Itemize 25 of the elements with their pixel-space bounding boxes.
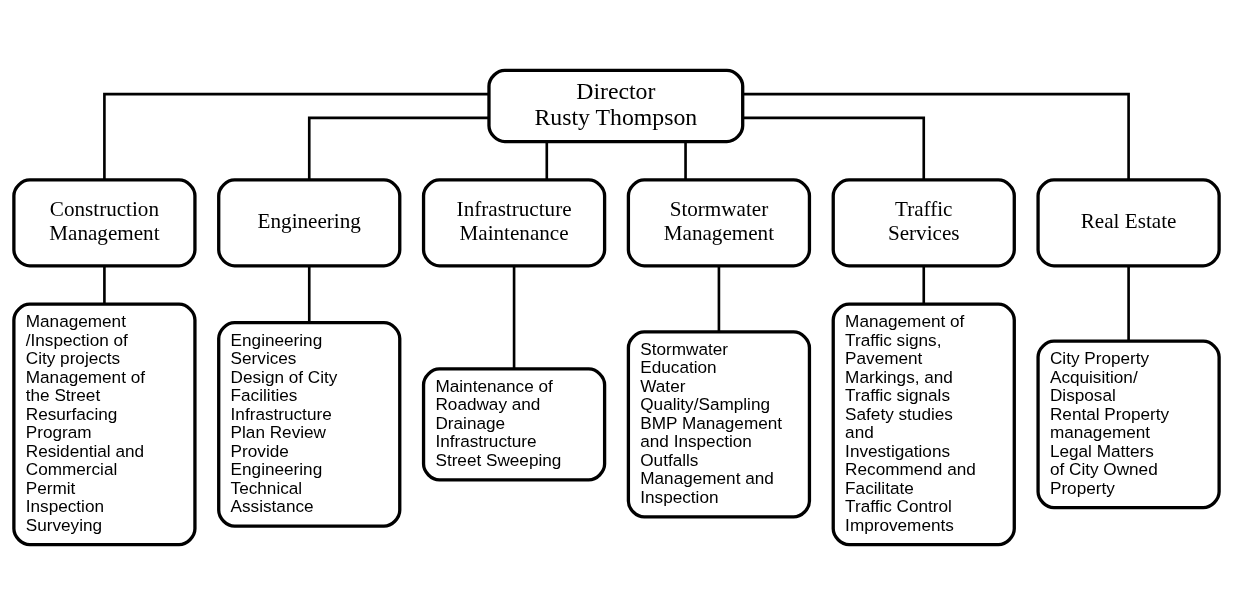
node-box: Management /Inspection of City projects Management of the Street Resurfacing Program Residential and Commercial Permit Inspection Surveying (12, 302, 197, 546)
connector (684, 141, 687, 180)
connector (103, 92, 489, 180)
node-box: Stormwater Education Water Quality/Sampling BMP Management and Inspection Outfalls Management and Inspection (626, 329, 812, 519)
connector (307, 116, 489, 180)
connector (717, 265, 721, 332)
node-box: Infrastructure Maintenance (421, 177, 607, 267)
connector (1127, 265, 1130, 341)
connector (743, 92, 1130, 180)
node-box: Stormwater Management (626, 177, 812, 267)
node-box: Traffic Services (831, 177, 1016, 267)
connector (103, 265, 106, 304)
node-box: Management of Traffic signs, Pavement Markings, and Traffic signals Safety studies and Investigations Recommend and Facilitate Traffic Control Improvements (831, 302, 1016, 546)
connector (307, 265, 311, 322)
connector (512, 265, 516, 369)
connector (922, 265, 926, 304)
connector (545, 141, 549, 180)
node-box: Engineering Services Design of City Facilities Infrastructure Plan Review Provide Engineering Technical Assistance (217, 320, 402, 528)
connector (742, 116, 926, 180)
node-box: Construction Management (12, 177, 197, 267)
node-box: Director Rusty Thompson (487, 68, 745, 143)
node-box: Maintenance of Roadway and Drainage Infrastructure Street Sweeping (421, 366, 607, 482)
node-box: City Property Acquisition/ Disposal Rental Property management Legal Matters of City Owned Property (1036, 339, 1221, 509)
node-box: Real Estate (1036, 177, 1221, 267)
node-box: Engineering (217, 177, 402, 267)
